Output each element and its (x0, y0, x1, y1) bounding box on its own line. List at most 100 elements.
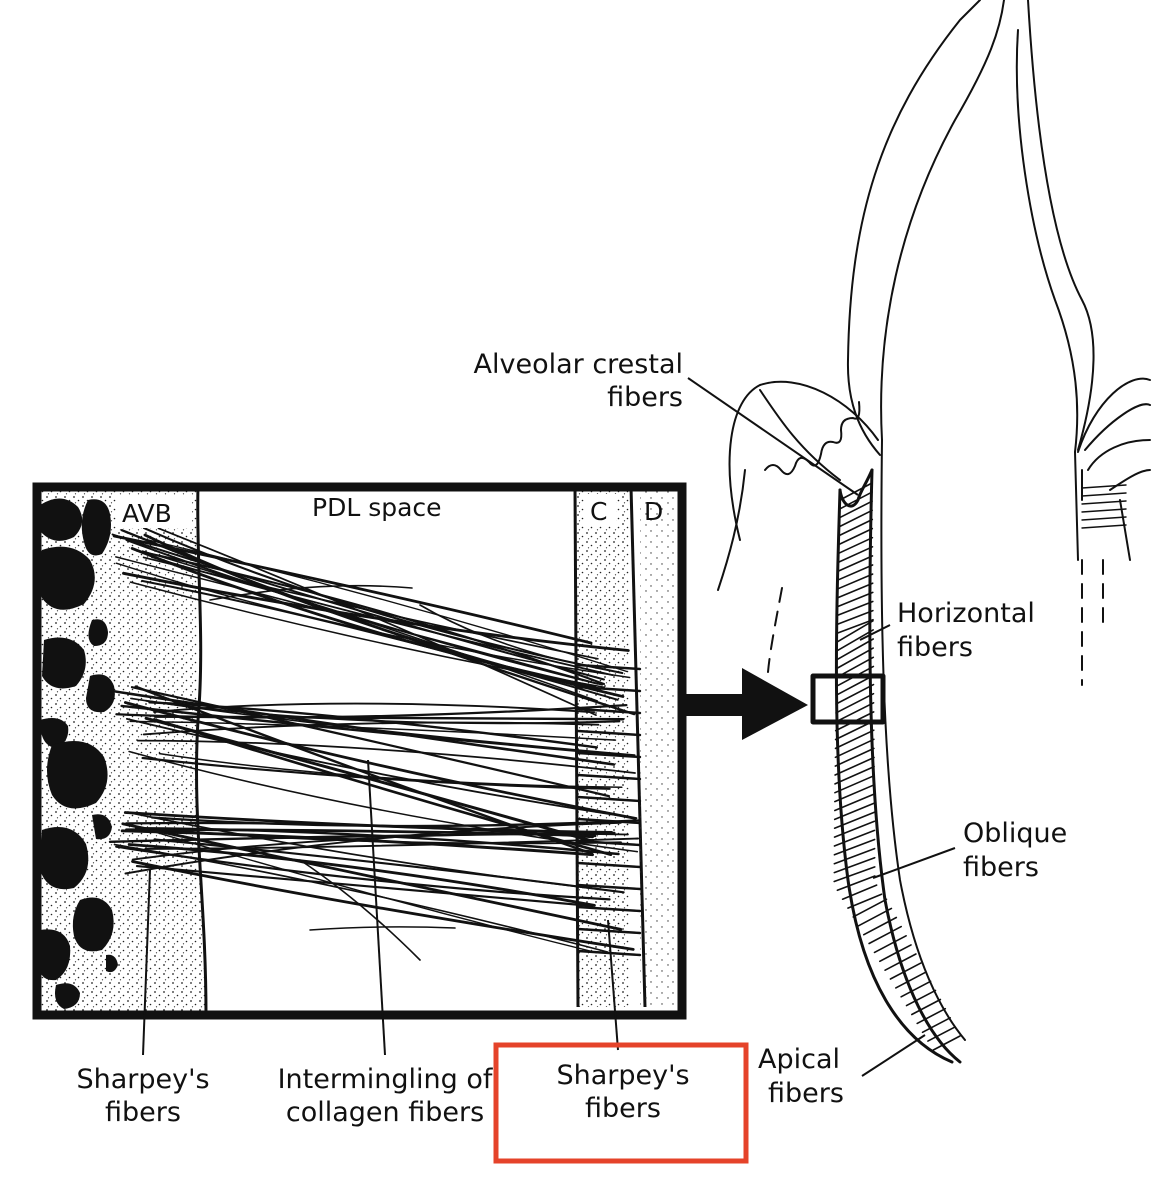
avb-label-bg (118, 496, 192, 528)
collagen-fiber (123, 701, 637, 820)
pdl-hatch-line (932, 1035, 961, 1051)
gingiva-right (1077, 377, 1151, 453)
pdl-hatch-line (916, 1007, 947, 1025)
apical-leader (861, 1034, 926, 1077)
pdl-hatch-line (857, 907, 893, 927)
pdl-hatch-line (835, 683, 875, 705)
pdl-hatch-line (836, 609, 874, 626)
sharpeys-fiber-insertion (576, 883, 642, 891)
pdl-hatch-line (884, 953, 917, 972)
pdl-hatch-line (836, 619, 874, 643)
collagen-fiber (144, 837, 640, 850)
pdl-hatch-line (835, 692, 875, 714)
sharpeys-right-label-line2: fibers (585, 1093, 661, 1124)
pdl-hatch-line (838, 491, 873, 510)
pdl-hatch-line (835, 674, 875, 697)
collagen-fiber (136, 739, 636, 774)
collagen-fiber (131, 860, 635, 951)
root-surface (880, 439, 966, 1041)
alveolar-crestal-label-line1: Alveolar crestal (474, 349, 683, 380)
fiber-labels: Alveolar crestal fibers Horizontal fiber… (76, 349, 1067, 1128)
horizontal-leader (859, 624, 891, 641)
cementum-label: C (590, 497, 607, 526)
pdl-hatch-line (838, 500, 873, 519)
pdl-hatch-line (833, 829, 876, 847)
highlight-box (493, 1042, 749, 1164)
pdl-hatch-line (833, 856, 876, 874)
collagen-fiber (209, 584, 413, 601)
pdl-hatch-line (838, 527, 874, 546)
pdl-hatch-line (847, 893, 883, 909)
pdl-hatch-line (834, 729, 875, 750)
horizontal-label-line2: fibers (897, 632, 973, 663)
collagen-fiber (145, 699, 621, 725)
pdl-hatch-line (838, 518, 874, 537)
magnify-arrow (682, 668, 808, 740)
sharpeys-right-leader (607, 919, 619, 1051)
alveolar-crestal-leader (687, 377, 859, 496)
pdl-hatch-line (837, 545, 874, 563)
sharpeys-fiber-insertion (576, 949, 642, 957)
pdl-hatch-line (837, 573, 874, 590)
pdl-hatch-line (910, 998, 942, 1016)
pdl-hatch-line (905, 989, 937, 1007)
pdl-hatch-line (839, 482, 873, 501)
inset-box-outline (32, 482, 687, 1020)
c-label-bg (586, 494, 616, 526)
sharpeys-left-label-line2: fibers (105, 1097, 181, 1128)
sharpeys-fiber-insertion (576, 861, 642, 869)
pdl-hatch-line (833, 783, 876, 803)
sharpeys-fiber-insertion (576, 817, 642, 825)
sharpeys-fiber-insertion (576, 685, 642, 693)
tooth-crown-outline (847, 0, 1095, 451)
pdl-hatch-line (836, 618, 874, 634)
collagen-fiber (127, 843, 596, 907)
pdl-hatch-line (878, 944, 912, 963)
root-pdl-outer (834, 488, 954, 1064)
collagen-fiber-bundles (108, 527, 642, 961)
sharpeys-fiber-insertion (576, 905, 642, 913)
collagen-fiber (135, 865, 594, 908)
sharpeys-fiber-insertion (576, 839, 642, 847)
sharpeys-fiber-insertion (576, 795, 642, 803)
alveolar-crestal-label-line2: fibers (607, 382, 683, 413)
tooth-drawing (717, 0, 1151, 1064)
pdl-hatch-line (833, 802, 876, 821)
pdl-hatch-line (862, 916, 898, 936)
sharpeys-left-leader (142, 869, 151, 1056)
pdl-hatch-line (873, 934, 907, 954)
collagen-fiber (112, 534, 593, 645)
pdl-hatch-line (836, 629, 874, 652)
collagen-fiber (115, 703, 628, 719)
pdl-hatch-line (834, 738, 875, 759)
collagen-fiber (299, 859, 421, 961)
pdl-hatch-line (837, 555, 874, 572)
gingiva-left (728, 380, 879, 541)
pdl-hatch-line (833, 820, 876, 838)
pdl-hatch-line (837, 582, 874, 599)
adjacent-hatch-line (1081, 516, 1127, 521)
adjacent-hatch-line (1081, 492, 1127, 497)
pdl-hatch-line (900, 980, 932, 998)
apical-label-line2: fibers (768, 1078, 844, 1109)
sharpeys-fiber-insertion (576, 773, 642, 781)
collagen-fiber (130, 686, 611, 798)
pdl-hatch-line (835, 701, 875, 723)
adjacent-hatch-line (1081, 484, 1127, 489)
collagen-fiber (157, 527, 597, 716)
pdl-hatch-line (889, 962, 922, 980)
dentin-layer (640, 487, 680, 1007)
pdl-hatch-line (834, 774, 875, 794)
bone-marrow-spaces (37, 498, 118, 1009)
pdl-hatch-line (835, 647, 875, 670)
collagen-fiber (141, 756, 611, 790)
collagen-fiber (124, 821, 622, 875)
intermingling-label-line2: collagen fibers (286, 1097, 484, 1128)
pdl-hatch-line (868, 925, 903, 945)
pdl-hatch-line (837, 591, 874, 608)
collagen-fiber (131, 832, 629, 861)
leader-lines (142, 377, 956, 1077)
collagen-fiber (129, 720, 617, 741)
pdl-fiber-hatching (833, 482, 961, 1051)
